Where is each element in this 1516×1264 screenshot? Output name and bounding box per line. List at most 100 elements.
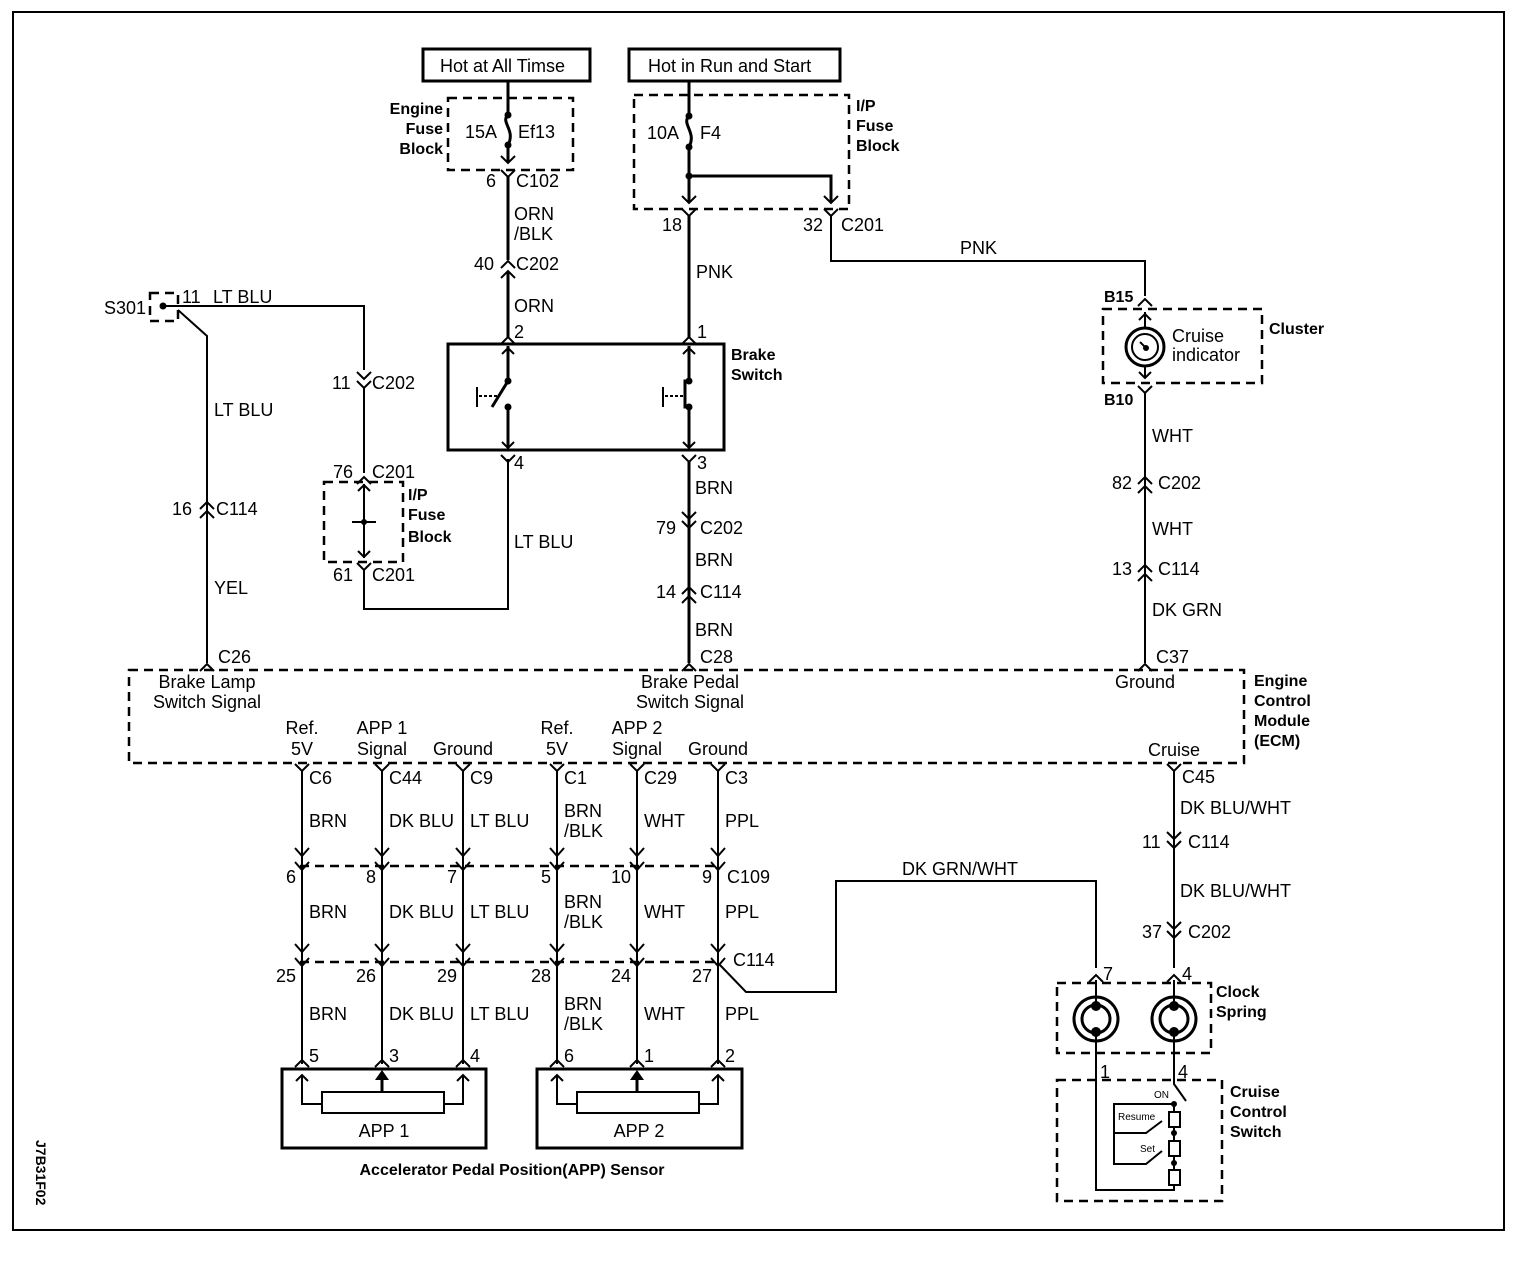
svg-text:18: 18 (662, 215, 682, 235)
wire-color-label: BRN (564, 801, 602, 821)
wire-color-label: BRN (309, 1004, 347, 1024)
svg-text:C26: C26 (218, 647, 251, 667)
arrow (549, 847, 565, 858)
svg-text:B15: B15 (1104, 289, 1133, 306)
wire-color-label: BRN (309, 902, 347, 922)
svg-text:Fuse: Fuse (408, 507, 445, 524)
svg-text:10A: 10A (647, 123, 679, 143)
connector-mark (294, 957, 310, 968)
svg-text:Clock: Clock (1216, 984, 1260, 1001)
ecm-pin-label: C6 (309, 768, 332, 788)
connector-mark (549, 861, 565, 872)
svg-text:WHT: WHT (1152, 426, 1193, 446)
svg-text:C114: C114 (1188, 832, 1230, 852)
instrument-cluster: Cluster Cruise indicator (1101, 307, 1324, 385)
svg-text:Switch: Switch (1230, 1124, 1282, 1141)
svg-text:13: 13 (1112, 559, 1132, 579)
svg-text:Ef13: Ef13 (518, 122, 555, 142)
wire-color-label: DK BLU (389, 902, 454, 922)
app-sensor-1: APP 1 (280, 1067, 488, 1150)
ecm-terminal-label: 5V (546, 739, 568, 759)
arrow (374, 847, 390, 858)
svg-text:1: 1 (697, 322, 707, 342)
svg-text:Control: Control (1230, 1104, 1287, 1121)
pin-label: 8 (366, 867, 376, 887)
pin-label: 10 (611, 867, 631, 887)
connector-mark (629, 1058, 645, 1068)
resume-resistor (1168, 1111, 1181, 1128)
wire-color-label: BRN (564, 994, 602, 1014)
svg-text:82: 82 (1112, 473, 1132, 493)
connector-mark (629, 861, 645, 872)
connector-mark (710, 1058, 726, 1068)
set-resistor (1168, 1140, 1181, 1157)
svg-text:I/P: I/P (408, 487, 428, 504)
wire-color-label: /BLK (564, 912, 603, 932)
connector-mark (710, 957, 726, 968)
pin-label: 9 (702, 867, 712, 887)
wire-color-label: WHT (644, 1004, 685, 1024)
wire-color-label: DK BLU (389, 1004, 454, 1024)
svg-text:1: 1 (1100, 1062, 1110, 1082)
svg-text:APP 2: APP 2 (614, 1121, 665, 1141)
svg-text:4: 4 (1178, 1062, 1188, 1082)
connector-mark (455, 861, 471, 872)
svg-text:/BLK: /BLK (514, 224, 553, 244)
svg-text:Control: Control (1254, 693, 1311, 710)
pin-label: 7 (447, 867, 457, 887)
pin-label: 29 (437, 966, 457, 986)
svg-text:C28: C28 (700, 647, 733, 667)
arrow (294, 943, 310, 954)
svg-text:DK BLU/WHT: DK BLU/WHT (1180, 881, 1291, 901)
svg-text:7: 7 (1103, 964, 1113, 984)
svg-text:Brake: Brake (731, 347, 776, 364)
wire-color-label: LT BLU (470, 902, 529, 922)
svg-text:Switch: Switch (731, 367, 783, 384)
svg-text:C114: C114 (1158, 559, 1200, 579)
arrow (294, 847, 310, 858)
svg-text:C202: C202 (1158, 473, 1201, 493)
svg-text:Switch Signal: Switch Signal (153, 692, 261, 712)
svg-text:APP 1: APP 1 (359, 1121, 410, 1141)
ecm-pin-label: C44 (389, 768, 422, 788)
ecm-pin-label: C3 (725, 768, 748, 788)
splice-s301: S301 11 LT BLU (104, 287, 272, 323)
connector-mark (549, 1058, 565, 1068)
svg-text:Block: Block (399, 141, 443, 158)
arrow (629, 943, 645, 954)
sensor-pin-label: 6 (564, 1046, 574, 1066)
sensor-pin-label: 4 (470, 1046, 480, 1066)
svg-text:C201: C201 (841, 215, 884, 235)
connector-mark (294, 1058, 310, 1068)
wire-color-label: LT BLU (470, 811, 529, 831)
connector-mark (629, 957, 645, 968)
svg-text:DK GRN/WHT: DK GRN/WHT (902, 859, 1018, 879)
connector-mark (374, 861, 390, 872)
arrow (549, 943, 565, 954)
svg-text:Brake Lamp: Brake Lamp (158, 672, 255, 692)
svg-text:79: 79 (656, 518, 676, 538)
arrow (629, 847, 645, 858)
ecm-pin-label: C9 (470, 768, 493, 788)
svg-text:LT BLU: LT BLU (213, 287, 272, 307)
svg-text:11: 11 (332, 373, 351, 393)
svg-text:C37: C37 (1156, 647, 1189, 667)
ip-fuse-block-f4: I/P Fuse Block 10A F4 (632, 82, 900, 211)
svg-text:Hot in Run and Start: Hot in Run and Start (648, 56, 811, 76)
svg-text:C202: C202 (700, 518, 743, 538)
svg-text:C102: C102 (516, 171, 559, 191)
connector-mark (710, 861, 726, 872)
wire-color-label: WHT (644, 902, 685, 922)
svg-text:37: 37 (1142, 922, 1162, 942)
svg-text:Hot at All Timse: Hot at All Timse (440, 56, 565, 76)
connector-mark (455, 763, 471, 773)
svg-text:Fuse: Fuse (406, 121, 443, 138)
svg-text:Engine: Engine (390, 101, 443, 118)
svg-text:C109: C109 (727, 867, 770, 887)
svg-text:Set: Set (1140, 1144, 1155, 1155)
sensor-pin-label: 2 (725, 1046, 735, 1066)
svg-text:Module: Module (1254, 713, 1310, 730)
svg-text:Resume: Resume (1118, 1112, 1156, 1123)
